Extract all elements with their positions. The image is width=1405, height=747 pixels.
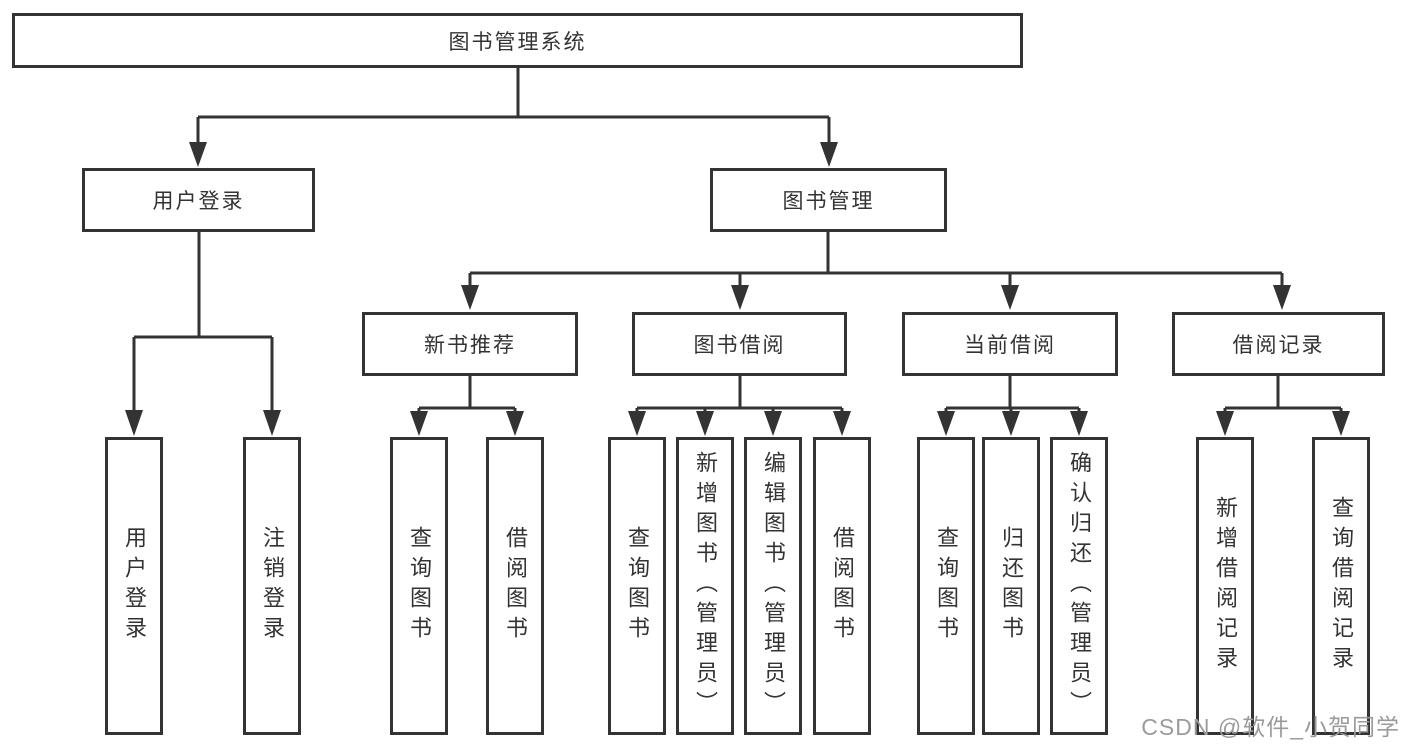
node-confirm-return-admin: 确认归还（管理员） — [1050, 437, 1108, 735]
node-borrow-books-newrec: 借阅图书 — [486, 437, 544, 735]
leaf-label: 新增借阅记录 — [1213, 496, 1238, 676]
connector-borrowing-records-children — [1216, 376, 1350, 436]
leaf-label: 归还图书 — [999, 526, 1024, 646]
leaf-label: 新增图书（管理员） — [693, 451, 718, 721]
node-current-borrowing: 当前借阅 — [902, 312, 1118, 376]
leaf-label: 查询图书 — [407, 526, 432, 646]
node-new-book-recommend: 新书推荐 — [362, 312, 578, 376]
leaf-label: 确认归还（管理员） — [1067, 451, 1092, 721]
watermark: CSDN @软件_小贺同学 — [1141, 714, 1400, 740]
node-query-books-current: 查询图书 — [917, 437, 975, 735]
node-query-books-borrowing: 查询图书 — [608, 437, 666, 735]
node-logout-leaf: 注销登录 — [243, 437, 301, 735]
connector-book-borrowing-children — [628, 376, 851, 436]
node-return-books: 归还图书 — [982, 437, 1040, 735]
node-add-borrow-record: 新增借阅记录 — [1196, 437, 1254, 735]
node-library-management-system: 图书管理系统 — [12, 13, 1023, 68]
connector-book-management-children — [461, 232, 1291, 310]
leaf-label: 用户登录 — [122, 526, 147, 646]
leaf-label: 查询图书 — [934, 526, 959, 646]
connector-new-book-children — [410, 376, 524, 436]
node-book-borrowing: 图书借阅 — [632, 312, 847, 376]
leaf-label: 借阅图书 — [830, 526, 855, 646]
node-add-books-admin: 新增图书（管理员） — [676, 437, 734, 735]
leaf-label: 注销登录 — [260, 526, 285, 646]
connector-root-to-level2 — [189, 68, 838, 167]
node-borrow-books-borrowing: 借阅图书 — [813, 437, 871, 735]
node-query-borrow-record: 查询借阅记录 — [1312, 437, 1370, 735]
node-book-management: 图书管理 — [710, 168, 947, 232]
leaf-label: 查询图书 — [625, 526, 650, 646]
node-query-books-newrec: 查询图书 — [390, 437, 448, 735]
connector-user-login-children — [125, 232, 281, 436]
node-edit-books-admin: 编辑图书（管理员） — [744, 437, 802, 735]
node-borrowing-records: 借阅记录 — [1172, 312, 1385, 376]
node-user-login: 用户登录 — [82, 168, 315, 232]
leaf-label: 查询借阅记录 — [1329, 496, 1354, 676]
connector-current-borrowing-children — [937, 376, 1088, 436]
leaf-label: 编辑图书（管理员） — [761, 451, 786, 721]
leaf-label: 借阅图书 — [503, 526, 528, 646]
node-user-login-leaf: 用户登录 — [105, 437, 163, 735]
